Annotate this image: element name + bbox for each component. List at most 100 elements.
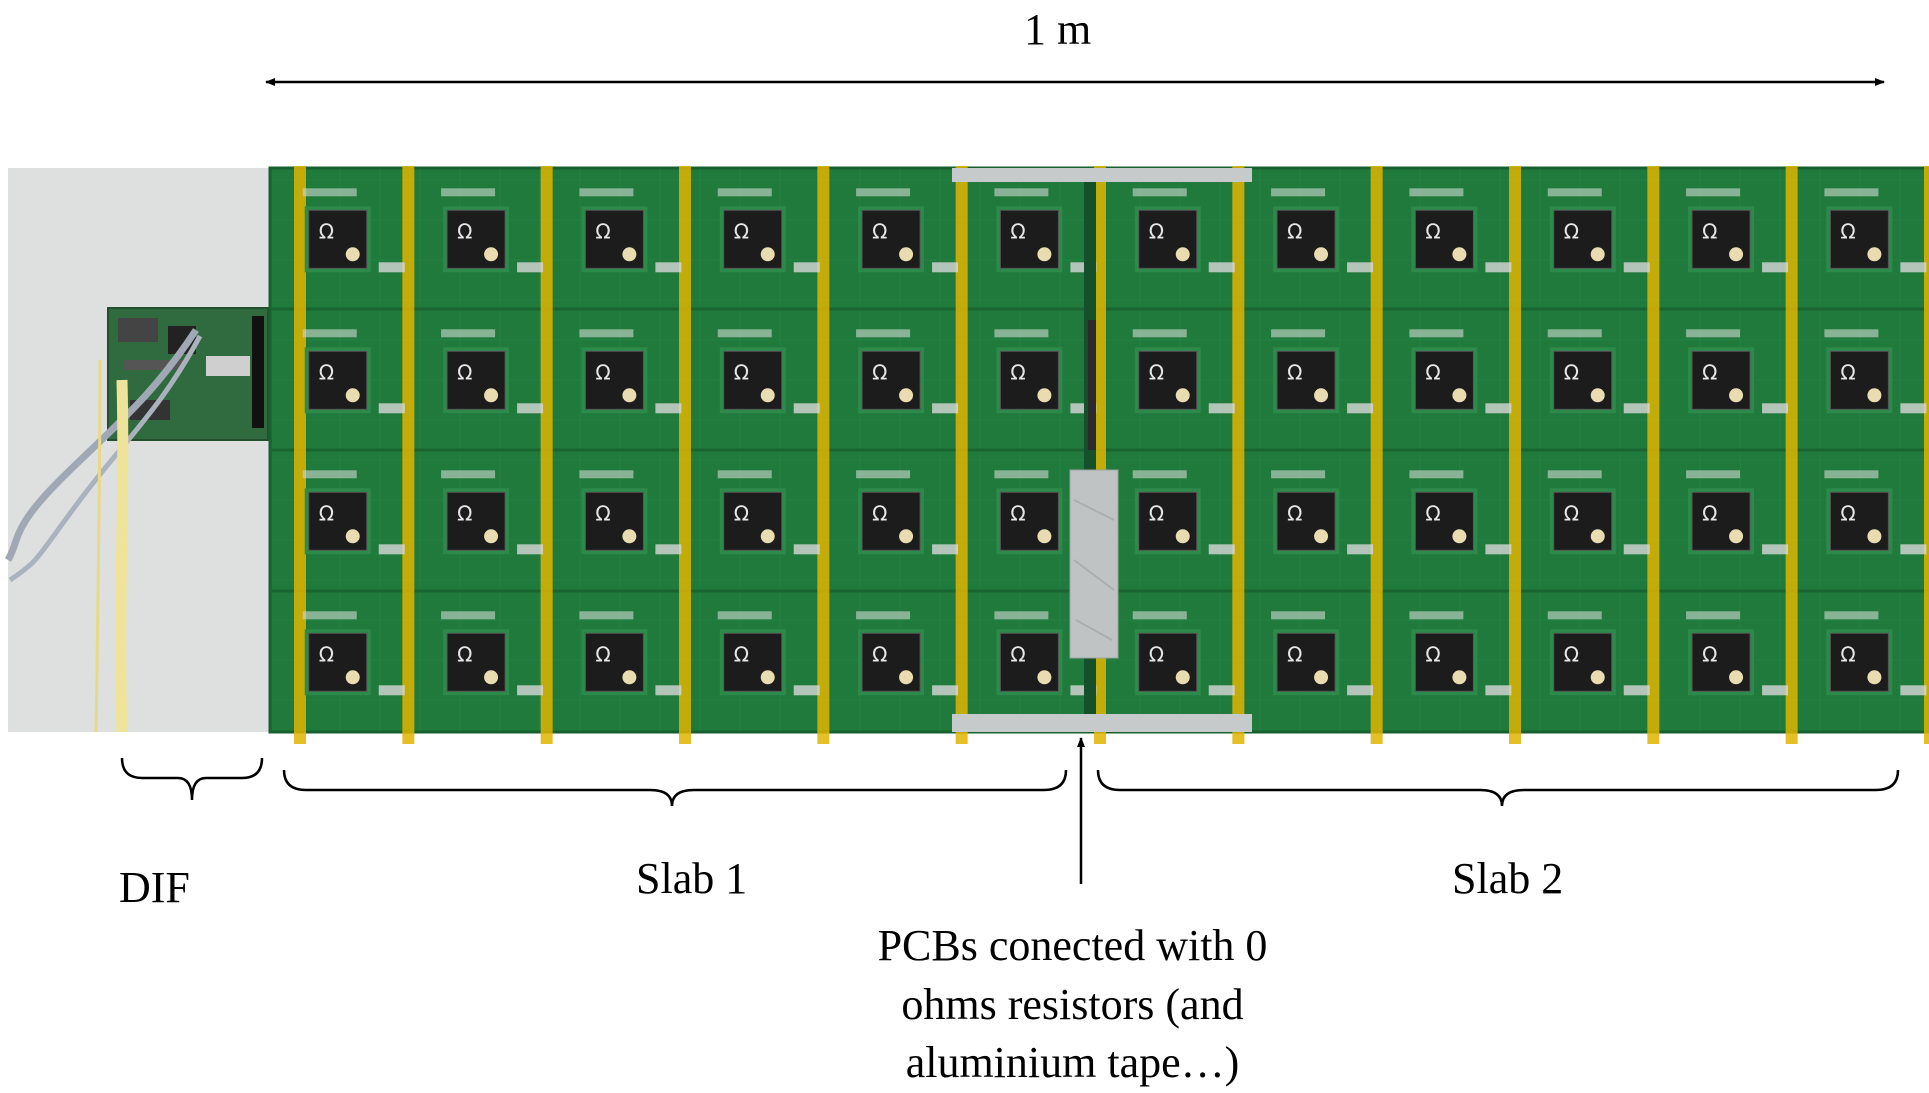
slab2-brace [1096, 769, 1900, 807]
kapton-tape-strip [817, 166, 830, 744]
asic-chip: Ω [1686, 188, 1789, 273]
chip-logo: Ω [595, 360, 610, 384]
asic-chip: Ω [579, 611, 682, 696]
chip-logo: Ω [319, 642, 334, 666]
center-junction [952, 168, 1252, 732]
asic-chip: Ω [1409, 329, 1512, 414]
asic-chip: Ω [717, 188, 820, 273]
chip-logo: Ω [1702, 642, 1717, 666]
asic-chip: Ω [994, 329, 1097, 414]
chip-logo: Ω [872, 642, 887, 666]
chip-logo: Ω [457, 642, 472, 666]
dif-board [107, 307, 269, 441]
chip-logo: Ω [1287, 501, 1302, 525]
chip-logo: Ω [1287, 642, 1302, 666]
chip-logo: Ω [734, 219, 749, 243]
chip-logo: Ω [734, 360, 749, 384]
chip-logo: Ω [1010, 501, 1025, 525]
chip-logo: Ω [1010, 642, 1025, 666]
chip-logo: Ω [1149, 219, 1164, 243]
asic-chip: Ω [1824, 470, 1927, 555]
asic-chip: Ω [1686, 329, 1789, 414]
chip-logo: Ω [1840, 642, 1855, 666]
chip-logo: Ω [872, 219, 887, 243]
asic-chip: Ω [1409, 611, 1512, 696]
asic-chip: Ω [717, 470, 820, 555]
chip-logo: Ω [595, 219, 610, 243]
chip-logo: Ω [457, 219, 472, 243]
asic-chip: Ω [441, 611, 544, 696]
chip-logo: Ω [457, 360, 472, 384]
kapton-tape-strip [1924, 166, 1929, 744]
asic-chip: Ω [579, 470, 682, 555]
chip-logo: Ω [1287, 219, 1302, 243]
chip-logo: Ω [1425, 501, 1440, 525]
chip-logo: Ω [319, 360, 334, 384]
asic-chip: Ω [441, 188, 544, 273]
chip-logo: Ω [734, 642, 749, 666]
asic-chip: Ω [1547, 329, 1650, 414]
chip-logo: Ω [872, 360, 887, 384]
asic-chip: Ω [994, 611, 1097, 696]
asic-chip: Ω [717, 329, 820, 414]
asic-chip: Ω [1409, 188, 1512, 273]
asic-chip: Ω [1547, 188, 1650, 273]
asic-chip: Ω [1132, 470, 1235, 555]
chip-logo: Ω [1564, 642, 1579, 666]
asic-chip: Ω [856, 470, 959, 555]
asic-chip: Ω [1824, 611, 1927, 696]
kapton-tape-strip [294, 166, 306, 744]
asic-chip: Ω [579, 188, 682, 273]
asic-chip: Ω [1271, 329, 1374, 414]
caption-line: ohms resistors (and [901, 979, 1244, 1029]
asic-chip: Ω [1132, 188, 1235, 273]
asic-chip: Ω [302, 470, 405, 555]
asic-chip: Ω [1271, 470, 1374, 555]
asic-chip: Ω [1686, 611, 1789, 696]
chip-logo: Ω [1702, 360, 1717, 384]
chip-logo: Ω [1287, 360, 1302, 384]
asic-chip: Ω [302, 329, 405, 414]
asic-chip: Ω [1686, 470, 1789, 555]
asic-chip: Ω [1824, 329, 1927, 414]
chip-logo: Ω [872, 501, 887, 525]
chip-logo: Ω [1425, 360, 1440, 384]
asic-chip: Ω [856, 329, 959, 414]
dif-brace [120, 757, 264, 801]
asic-chip: Ω [1271, 611, 1374, 696]
kapton-tape-strip [402, 166, 415, 744]
chip-logo: Ω [1702, 219, 1717, 243]
asic-chip: Ω [1271, 188, 1374, 273]
chip-logo: Ω [1564, 360, 1579, 384]
asic-chip: Ω [1547, 611, 1650, 696]
asic-chip: Ω [302, 188, 405, 273]
flat-cable [115, 379, 129, 733]
chip-logo: Ω [1149, 360, 1164, 384]
chip-logo: Ω [457, 501, 472, 525]
chip-logo: Ω [734, 501, 749, 525]
chip-logo: Ω [595, 501, 610, 525]
chip-logo: Ω [319, 219, 334, 243]
asic-chip: Ω [994, 188, 1097, 273]
asic-chip: Ω [1824, 188, 1927, 273]
chip-logo: Ω [1010, 360, 1025, 384]
caption-line: PCBs conected with 0 [877, 921, 1268, 970]
slab1-label: Slab 1 [636, 854, 748, 903]
kapton-tape-strip [1370, 166, 1383, 744]
asic-chip: Ω [1547, 470, 1650, 555]
kapton-tape-strip [1647, 166, 1660, 744]
chip-logo: Ω [1425, 219, 1440, 243]
kapton-tape-strip [679, 166, 691, 744]
kapton-tape-strip [540, 166, 553, 744]
chip-logo: Ω [1702, 501, 1717, 525]
asic-chip: Ω [441, 329, 544, 414]
kapton-tape-strip [955, 166, 968, 744]
caption-line: aluminium tape…) [905, 1038, 1240, 1088]
chip-logo: Ω [319, 501, 334, 525]
asic-chip: Ω [856, 188, 959, 273]
asic-chip: Ω [994, 470, 1097, 555]
asic-chip: Ω [1132, 611, 1235, 696]
kapton-tape-strip [1509, 166, 1521, 744]
asic-chip: Ω [441, 470, 544, 555]
